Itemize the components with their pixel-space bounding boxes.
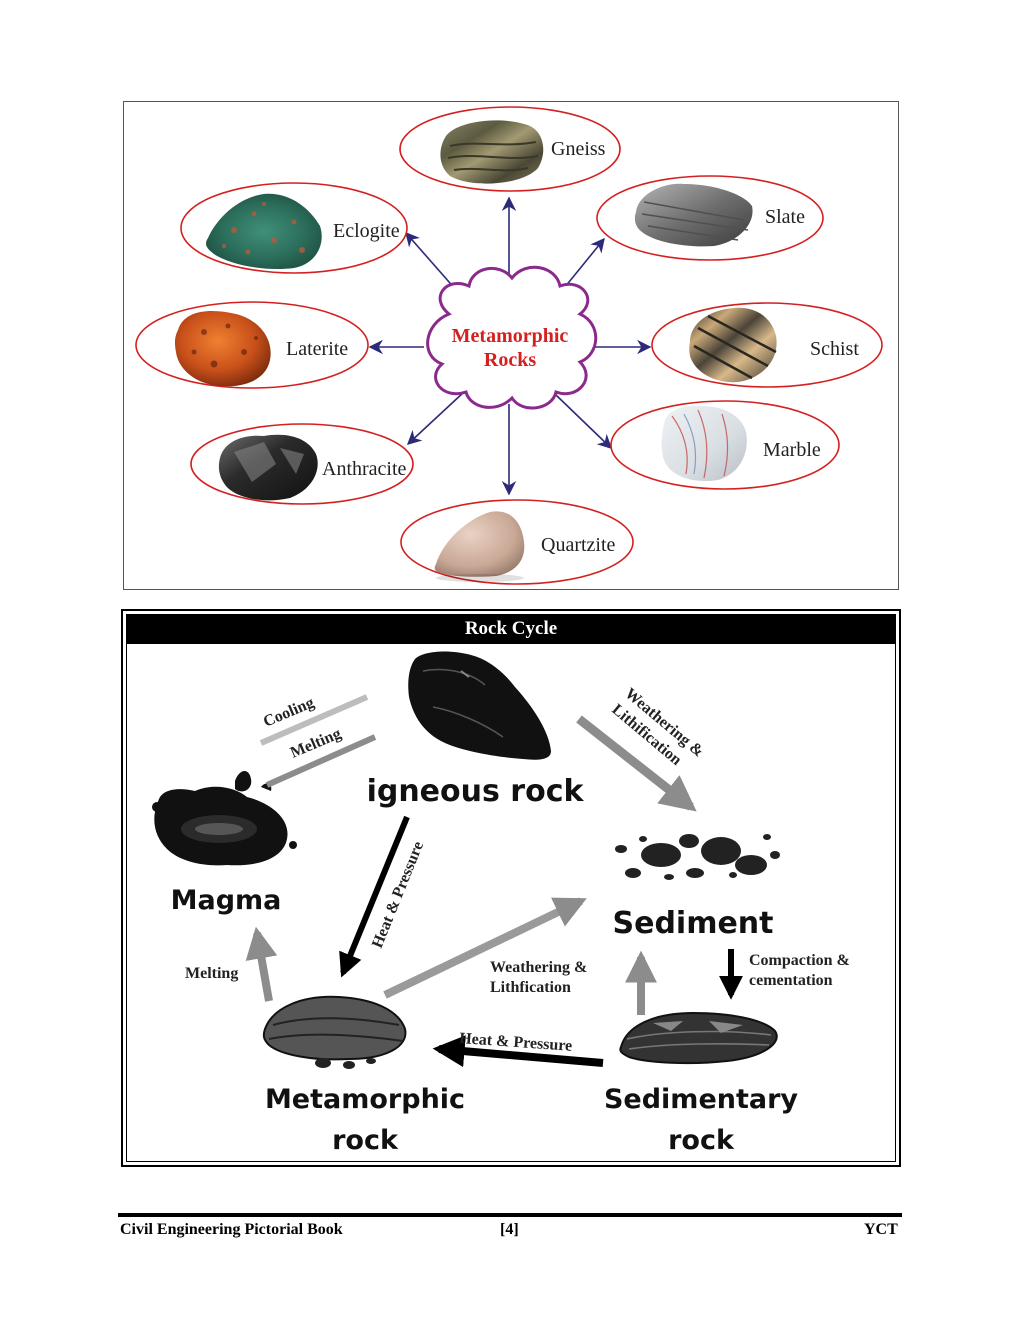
metamorphic-rock-image xyxy=(262,995,407,1069)
cooling-bar xyxy=(259,694,369,746)
schist-image xyxy=(689,307,777,383)
label-weathering-mid-line1: Weathering & xyxy=(490,959,587,976)
center-label-line2: Rocks xyxy=(484,349,536,371)
rock-node-quartzite: Quartzite xyxy=(400,499,634,585)
metamorphic-rocks-panel: Metamorphic Rocks Gneiss Slate Eclogit xyxy=(123,101,899,590)
label-compaction-line2: cementation xyxy=(749,972,833,989)
rock-node-gneiss: Gneiss xyxy=(399,106,621,192)
rock-cycle-diagram: igneous rock Magma Sediment xyxy=(152,651,850,1156)
arrow-to-marble xyxy=(555,394,613,449)
rock-cycle-title: Rock Cycle xyxy=(126,614,896,644)
laterite-label: Laterite xyxy=(286,338,348,360)
laterite-image xyxy=(174,311,271,387)
node-magma: Magma xyxy=(171,885,282,916)
footer-rule xyxy=(118,1213,902,1217)
rock-node-schist: Schist xyxy=(651,302,883,388)
label-compaction-line1: Compaction & xyxy=(749,952,850,969)
gneiss-label: Gneiss xyxy=(551,138,606,160)
node-metamorphic-rock-line1: Metamorphic xyxy=(265,1084,465,1115)
node-igneous-rock: igneous rock xyxy=(367,774,585,809)
footer-page-number: [4] xyxy=(500,1221,519,1238)
marble-image xyxy=(661,405,747,482)
schist-label: Schist xyxy=(810,338,859,360)
rock-node-laterite: Laterite xyxy=(135,301,369,389)
rock-cycle-panel: Rock Cycle igneous rock Magma xyxy=(121,609,901,1167)
node-sedimentary-rock-line1: Sedimentary xyxy=(604,1084,798,1115)
sedimentary-rock-image xyxy=(619,1011,778,1065)
arrow-igneous-to-metamorphic xyxy=(339,815,410,978)
arrow-sedimentary-to-metamorphic xyxy=(432,1035,604,1068)
node-sediment: Sediment xyxy=(612,906,773,941)
arrow-to-anthracite xyxy=(406,391,465,445)
footer-book-title: Civil Engineering Pictorial Book xyxy=(120,1221,343,1238)
arrow-metamorphic-to-sediment xyxy=(383,897,587,999)
melting-bar-top xyxy=(265,734,377,788)
eclogite-label: Eclogite xyxy=(333,220,400,242)
igneous-rock-image xyxy=(408,651,551,760)
magma-image xyxy=(152,770,297,866)
rock-node-anthracite: Anthracite xyxy=(190,423,414,505)
sediment-image xyxy=(615,834,780,880)
arrow-igneous-to-sediment xyxy=(576,715,697,812)
slate-image xyxy=(634,183,753,247)
slate-label: Slate xyxy=(765,206,805,228)
center-cloud xyxy=(426,265,598,410)
node-sedimentary-rock-line2: rock xyxy=(668,1125,735,1156)
center-label-line1: Metamorphic xyxy=(452,325,569,347)
label-melting-left: Melting xyxy=(185,965,238,982)
quartzite-image xyxy=(434,511,525,577)
rock-node-eclogite: Eclogite xyxy=(180,182,408,274)
metamorphic-diagram: Metamorphic Rocks Gneiss Slate Eclogit xyxy=(135,106,883,585)
marble-label: Marble xyxy=(763,439,821,461)
quartzite-label: Quartzite xyxy=(541,534,616,556)
eclogite-image xyxy=(206,193,322,270)
label-weathering-mid-line2: Lithfication xyxy=(490,979,571,996)
rock-node-marble: Marble xyxy=(610,400,840,490)
footer-publisher: YCT xyxy=(864,1221,898,1238)
anthracite-label: Anthracite xyxy=(322,458,407,480)
gneiss-image xyxy=(440,120,544,184)
rock-node-slate: Slate xyxy=(596,175,824,261)
node-metamorphic-rock-line2: rock xyxy=(332,1125,399,1156)
arrow-metamorphic-to-magma xyxy=(245,926,278,1002)
